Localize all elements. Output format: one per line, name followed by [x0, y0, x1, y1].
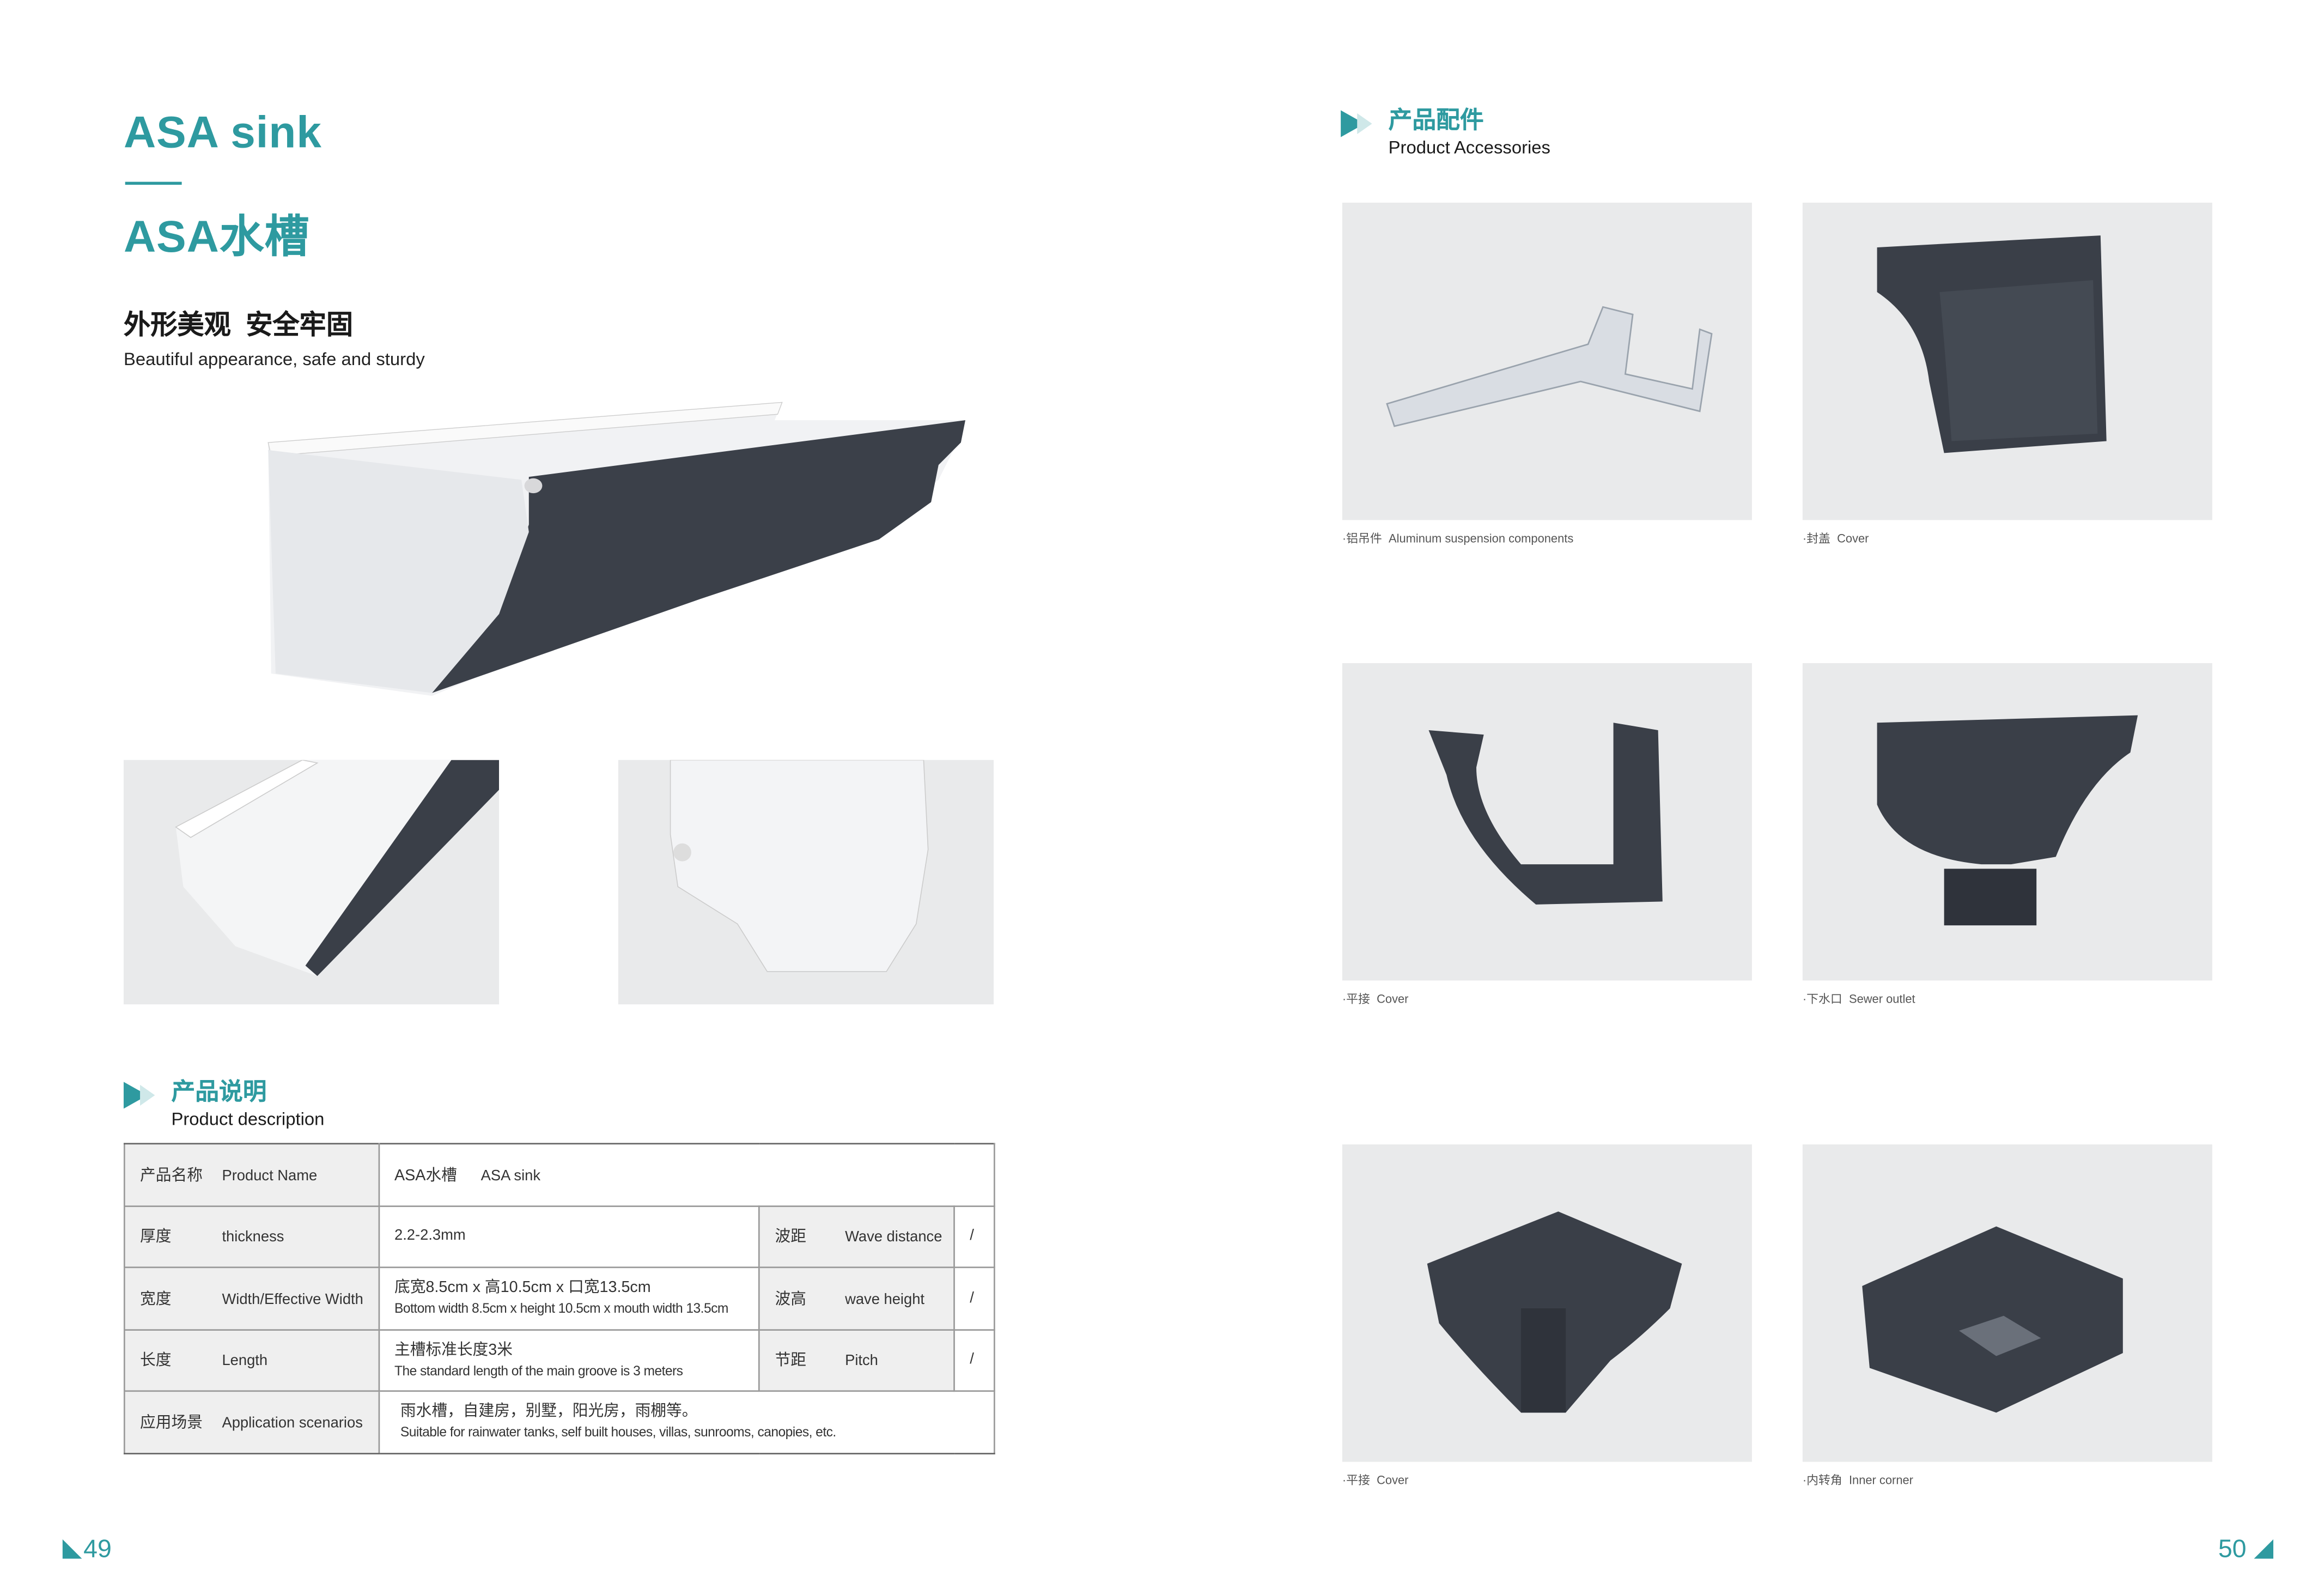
- slogan-cn: 外形美观 安全牢固: [123, 310, 354, 340]
- accessory-caption: ·铝吊件 Aluminum suspension components: [1342, 532, 1574, 545]
- table-row: 厚度 thickness 2.2-2.3mm 波距 Wave distance /: [123, 1204, 995, 1269]
- label-en: thickness: [222, 1229, 284, 1246]
- section-arrow-shadow-icon: [140, 1084, 155, 1106]
- extra-label-cn: 波高: [775, 1290, 806, 1308]
- extra-label-cn: 节距: [775, 1351, 806, 1370]
- label-cn: 宽度: [140, 1290, 172, 1308]
- extra-value: /: [970, 1351, 974, 1369]
- accessory-photo-outer-corner: [1342, 1144, 1752, 1462]
- extra-label-en: wave height: [845, 1291, 925, 1308]
- page-number-left: 49: [83, 1534, 112, 1563]
- value-cn: 主槽标准长度3米: [394, 1341, 513, 1359]
- value-cn: ASA水槽: [394, 1166, 457, 1185]
- extra-label-en: Pitch: [845, 1353, 878, 1370]
- accessory-caption: ·内转角 Inner corner: [1802, 1473, 1913, 1488]
- section-title-en: Product description: [171, 1108, 325, 1130]
- label-cn: 厚度: [140, 1228, 172, 1246]
- title-divider: [125, 181, 182, 185]
- section-arrow-shadow-icon: [1357, 113, 1372, 135]
- accessory-caption: ·封盖 Cover: [1802, 532, 1869, 545]
- accessory-caption: ·下水口 Sewer outlet: [1802, 992, 1915, 1006]
- label-cn: 产品名称: [140, 1166, 203, 1185]
- table-row: 产品名称 Product Name ASA水槽 ASA sink: [123, 1143, 995, 1206]
- label-en: Product Name: [222, 1168, 318, 1185]
- label-en: Application scenarios: [222, 1415, 363, 1432]
- table-row: 应用场景 Application scenarios 雨水槽，自建房，别墅，阳光房…: [123, 1390, 995, 1454]
- extra-value: /: [970, 1228, 974, 1245]
- page-corner-icon: [62, 1539, 82, 1559]
- gutter-detail-photo-2: [618, 760, 994, 1005]
- section-title-cn: 产品配件: [1388, 108, 1484, 135]
- value-cn: 底宽8.5cm x 高10.5cm x 口宽13.5cm: [394, 1278, 651, 1297]
- section-title-en: Product Accessories: [1388, 137, 1550, 158]
- table-row: 长度 Length 主槽标准长度3米 The standard length of …: [123, 1328, 995, 1392]
- accessory-caption: ·平接 Cover: [1342, 992, 1409, 1006]
- value: 2.2-2.3mm: [394, 1228, 466, 1245]
- table-row: 宽度 Width/Effective Width 底宽8.5cm x 高10.5c…: [123, 1266, 995, 1330]
- value-en: ASA sink: [480, 1168, 541, 1185]
- accessory-photo-inner-corner: [1802, 1144, 2212, 1462]
- title-en: ASA sink: [123, 108, 322, 158]
- value-en: Bottom width 8.5cm x height 10.5cm x mou…: [394, 1301, 728, 1317]
- extra-label-en: Wave distance: [845, 1229, 942, 1246]
- accessory-photo-joint: [1342, 663, 1752, 981]
- accessory-photo-cover: [1802, 202, 2212, 520]
- page-corner-icon: [2254, 1539, 2273, 1559]
- accessory-caption: ·平接 Cover: [1342, 1473, 1409, 1488]
- label-cn: 长度: [140, 1351, 172, 1370]
- page-number-right: 50: [2218, 1534, 2247, 1563]
- extra-value: /: [970, 1290, 974, 1307]
- value-en: Suitable for rainwater tanks, self built…: [400, 1424, 836, 1440]
- title-cn: ASA水槽: [123, 213, 310, 263]
- value-cn: 雨水槽，自建房，别墅，阳光房，雨棚等。: [400, 1402, 698, 1421]
- gutter-detail-photo-1: [123, 760, 500, 1005]
- label-en: Width/Effective Width: [222, 1291, 363, 1308]
- label-en: Length: [222, 1353, 268, 1370]
- spec-table: 产品名称 Product Name ASA水槽 ASA sink 厚度 thickne…: [123, 1143, 995, 1454]
- label-cn: 应用场景: [140, 1414, 203, 1432]
- gutter-main-image: [267, 402, 966, 696]
- accessory-photo-sewer-outlet: [1802, 663, 2212, 981]
- section-title-cn: 产品说明: [171, 1080, 267, 1106]
- value-en: The standard length of the main groove i…: [394, 1363, 683, 1378]
- accessory-photo-aluminum-hanger: [1342, 202, 1752, 520]
- extra-label-cn: 波距: [775, 1228, 806, 1246]
- slogan-en: Beautiful appearance, safe and sturdy: [123, 348, 425, 370]
